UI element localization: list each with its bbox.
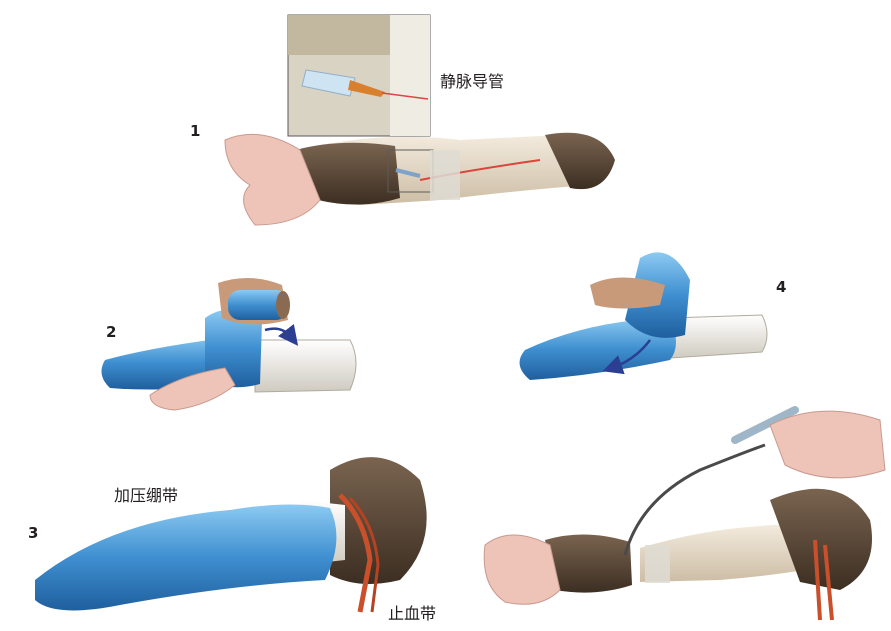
catheter-label: 静脉导管 [440, 68, 504, 92]
panel-2-bandage-wrapping [101, 278, 356, 410]
compression-bandage-label: 加压绷带 [114, 482, 178, 506]
panel-1-catheter-placement [225, 15, 615, 225]
panel-4-bandage-wrapping [520, 252, 767, 380]
panel-5-injection [484, 410, 885, 620]
step-number-3: 3 [28, 524, 38, 542]
tourniquet-label: 止血带 [388, 600, 436, 624]
step-number-1: 1 [190, 122, 200, 140]
step-number-4: 4 [776, 278, 786, 296]
catheter-inset-image [288, 15, 430, 136]
panel-3-compression-bandage [35, 457, 427, 612]
step-number-2: 2 [106, 323, 116, 341]
